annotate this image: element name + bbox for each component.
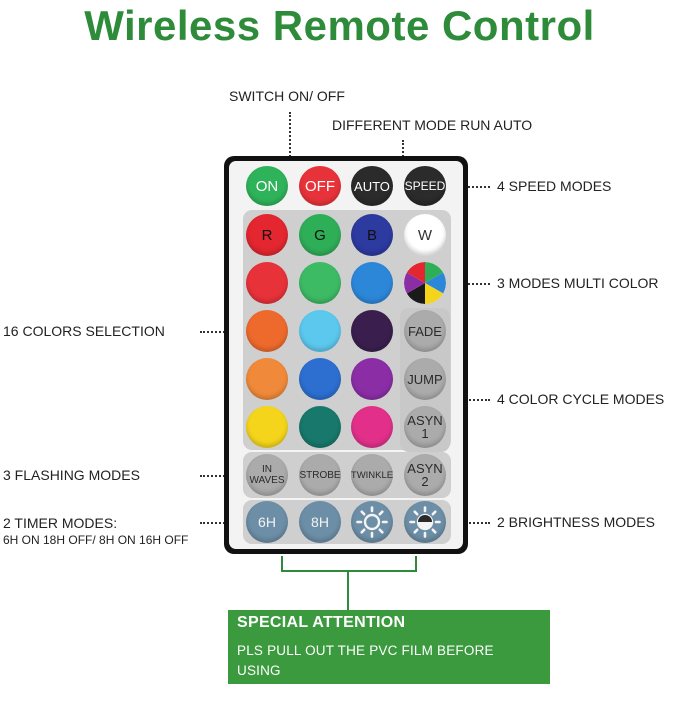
speed-label: SPEED bbox=[404, 179, 446, 193]
timer-6h-label: 6H bbox=[258, 514, 276, 530]
notice-line-2: OTHERWISE IT CAN NOT BE USED NORMALLY bbox=[237, 683, 467, 718]
notice-connector bbox=[347, 572, 349, 610]
label-flashing: 3 FLASHING MODES bbox=[3, 467, 140, 483]
leader-flashing bbox=[200, 475, 244, 477]
in-waves-button[interactable]: IN WAVES bbox=[246, 454, 288, 496]
speed-button[interactable]: SPEED bbox=[404, 166, 446, 206]
color-wheel-icon bbox=[404, 262, 446, 304]
leader-brightness bbox=[450, 522, 490, 524]
sun-icon bbox=[356, 506, 388, 538]
special-attention-box: SPECIAL ATTENTION PLS PULL OUT THE PVC F… bbox=[228, 610, 550, 718]
color-button-5[interactable] bbox=[299, 310, 341, 352]
asyn-2-label: ASYN bbox=[407, 461, 443, 476]
color-button-7[interactable] bbox=[246, 358, 288, 400]
brightness-down-button[interactable] bbox=[404, 501, 446, 543]
color-button-1[interactable] bbox=[246, 262, 288, 304]
green-button[interactable]: G bbox=[299, 214, 341, 256]
label-multi-color: 3 MODES MULTI COLOR bbox=[497, 275, 659, 291]
w-label: W bbox=[417, 226, 433, 244]
label-different-mode: DIFFERENT MODE RUN AUTO bbox=[332, 117, 533, 133]
color-button-8[interactable] bbox=[299, 358, 341, 400]
r-label: R bbox=[261, 226, 273, 244]
label-speed-modes: 4 SPEED MODES bbox=[497, 178, 612, 194]
asyn-2-button[interactable]: ASYN 2 bbox=[404, 454, 446, 496]
jump-label: JUMP bbox=[407, 371, 443, 387]
color-button-3[interactable] bbox=[351, 262, 393, 304]
auto-button[interactable]: AUTO bbox=[351, 166, 393, 206]
label-brightness: 2 BRIGHTNESS MODES bbox=[497, 514, 655, 530]
label-switch-on-off: SWITCH ON/ OFF bbox=[229, 88, 345, 104]
leader-switch bbox=[289, 112, 291, 164]
asyn-1-number: 1 bbox=[421, 426, 429, 441]
fade-button[interactable]: FADE bbox=[404, 310, 446, 352]
strobe-label: STROBE bbox=[299, 469, 341, 481]
b-label: B bbox=[366, 226, 377, 244]
color-button-11[interactable] bbox=[299, 406, 341, 448]
notice-heading: SPECIAL ATTENTION bbox=[237, 614, 406, 631]
color-button-9[interactable] bbox=[351, 358, 393, 400]
timer-8h-label: 8H bbox=[311, 514, 329, 530]
color-button-6[interactable] bbox=[351, 310, 393, 352]
red-button[interactable]: R bbox=[246, 214, 288, 256]
brightness-up-button[interactable] bbox=[351, 501, 393, 543]
color-button-2[interactable] bbox=[299, 262, 341, 304]
leader-colors bbox=[200, 331, 244, 333]
twinkle-label: TWINKLE bbox=[350, 469, 394, 481]
strobe-button[interactable]: STROBE bbox=[299, 454, 341, 496]
white-button[interactable]: W bbox=[404, 214, 446, 256]
off-label: OFF bbox=[305, 177, 335, 195]
fade-label: FADE bbox=[408, 323, 442, 339]
timer-6h-button[interactable]: 6H bbox=[246, 501, 288, 543]
label-timer-modes: 2 TIMER MODES: bbox=[3, 515, 118, 531]
on-button[interactable]: ON bbox=[246, 166, 288, 206]
leader-cycle bbox=[450, 399, 490, 401]
leader-timer bbox=[200, 522, 244, 524]
off-button[interactable]: OFF bbox=[299, 166, 341, 206]
in-waves-label-1: IN bbox=[262, 464, 272, 475]
asyn-1-button[interactable]: ASYN 1 bbox=[404, 406, 446, 448]
in-waves-label-2: WAVES bbox=[249, 475, 285, 486]
asyn-1-label: ASYN bbox=[407, 413, 443, 428]
blue-button[interactable]: B bbox=[351, 214, 393, 256]
g-label: G bbox=[314, 226, 326, 244]
notice-bracket bbox=[281, 556, 417, 572]
color-button-12[interactable] bbox=[351, 406, 393, 448]
asyn-2-number: 2 bbox=[421, 474, 429, 489]
color-button-10[interactable] bbox=[246, 406, 288, 448]
timer-8h-button[interactable]: 8H bbox=[299, 501, 341, 543]
on-label: ON bbox=[255, 177, 279, 195]
leader-mode bbox=[402, 140, 404, 164]
label-color-cycle: 4 COLOR CYCLE MODES bbox=[497, 391, 665, 407]
multi-color-button[interactable] bbox=[404, 262, 446, 304]
twinkle-button[interactable]: TWINKLE bbox=[351, 454, 393, 496]
label-timer-detail: 6H ON 18H OFF/ 8H ON 16H OFF bbox=[3, 533, 189, 547]
auto-label: AUTO bbox=[354, 178, 390, 194]
label-colors-selection: 16 COLORS SELECTION bbox=[3, 323, 165, 339]
page-title: Wireless Remote Control bbox=[84, 2, 595, 49]
jump-button[interactable]: JUMP bbox=[404, 358, 446, 400]
color-button-4[interactable] bbox=[246, 310, 288, 352]
notice-line-1: PLS PULL OUT THE PVC FILM BEFORE USING bbox=[237, 643, 494, 678]
half-sun-icon bbox=[409, 506, 441, 538]
